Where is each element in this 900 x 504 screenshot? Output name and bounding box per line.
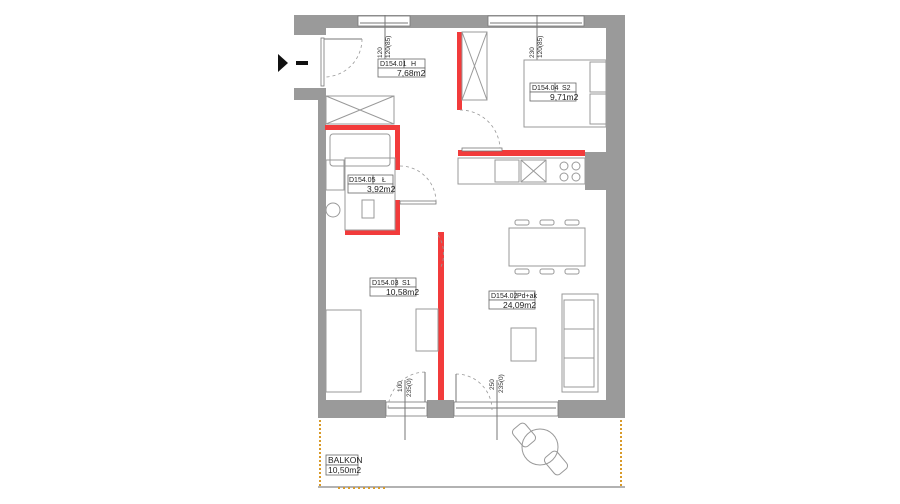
room-label-living: D154.02 Pd+ak 24,09m2: [488, 290, 538, 310]
dim-text: 235(0): [498, 374, 505, 393]
entry-arrow-icon: [278, 54, 288, 72]
svg-text:10,58m2: 10,58m2: [386, 287, 419, 297]
svg-text:24,09m2: 24,09m2: [503, 300, 536, 310]
windows: [357, 15, 585, 417]
svg-text:9,71m2: 9,71m2: [550, 92, 579, 102]
svg-text:D154.02: D154.02: [491, 293, 518, 300]
dim-text: 250: [489, 379, 496, 390]
entry-marker: [296, 61, 308, 65]
room-label-h: D154.01 H 7,68m2: [377, 58, 426, 78]
doors: [320, 37, 503, 411]
balcony-label: BALKON: [328, 455, 363, 465]
svg-text:H: H: [411, 61, 416, 68]
new-walls: [325, 32, 585, 400]
svg-text:D154.03: D154.03: [372, 280, 399, 287]
dim-text: 120(85): [385, 36, 392, 58]
dim-text: 120: [377, 47, 384, 58]
room-label-s2: D154.04 S2 9,71m2: [529, 82, 579, 102]
svg-text:D154.01: D154.01: [380, 61, 407, 68]
room-label-bathroom: D154.05 Ł 3,92m2: [347, 174, 396, 194]
dim-text: 230: [529, 47, 536, 58]
svg-text:3,92m2: 3,92m2: [367, 184, 396, 194]
balcony-area: 10,50m2: [328, 465, 361, 475]
balcony: BALKON 10,50m2: [318, 420, 625, 489]
svg-text:D154.04: D154.04: [532, 85, 559, 92]
dim-text: 235(0): [406, 378, 413, 397]
svg-text:S2: S2: [562, 85, 571, 92]
svg-text:Pd+ak: Pd+ak: [517, 293, 538, 300]
svg-text:S1: S1: [402, 280, 411, 287]
svg-text:7,68m2: 7,68m2: [397, 68, 426, 78]
furniture: [325, 31, 607, 476]
svg-text:D154.05: D154.05: [349, 177, 376, 184]
dim-text: 120(85): [537, 36, 544, 58]
dim-text: 100: [397, 381, 404, 392]
svg-text:Ł: Ł: [382, 177, 386, 184]
room-label-s1: D154.03 S1 10,58m2: [369, 277, 419, 297]
